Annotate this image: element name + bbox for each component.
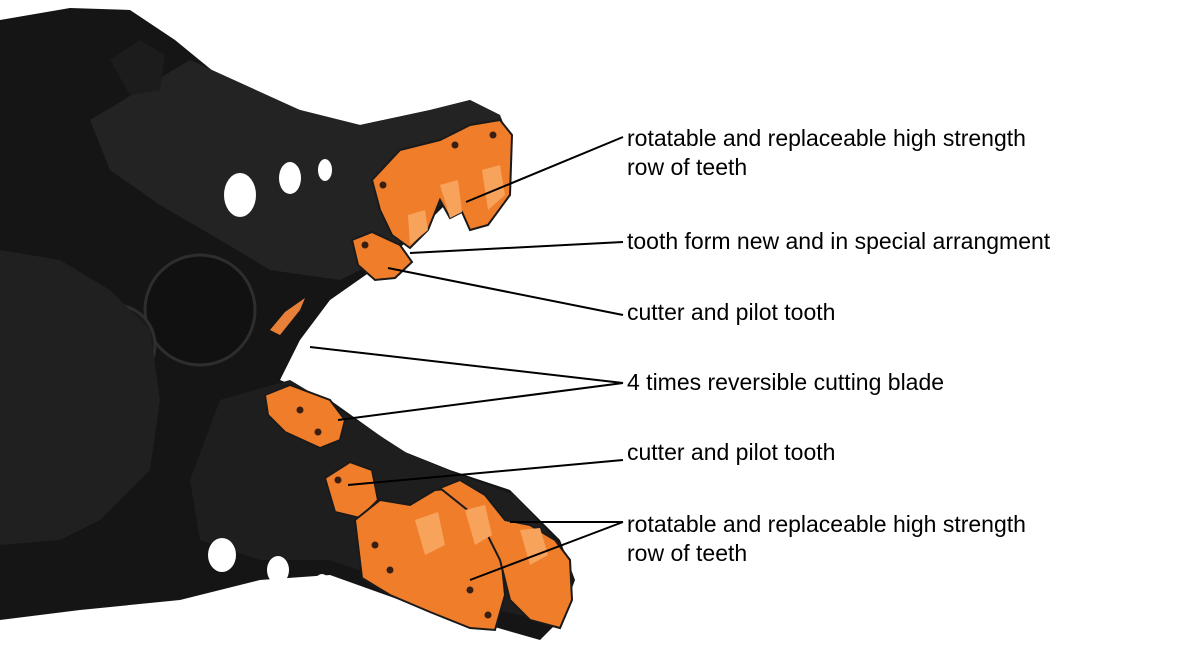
leader-upper-cutter bbox=[388, 268, 623, 315]
callout-cutting-blade: 4 times reversible cutting blade bbox=[627, 368, 944, 397]
pivot-hub bbox=[145, 255, 255, 365]
upper-hole-2 bbox=[279, 162, 301, 194]
leader-blade-2 bbox=[338, 383, 623, 420]
lower-hole-2 bbox=[267, 556, 289, 584]
upper-hole-3 bbox=[318, 159, 332, 181]
callout-lower-teeth-row: rotatable and replaceable high strength … bbox=[627, 510, 1026, 568]
upper-hole-1 bbox=[224, 173, 256, 217]
lower-hole-3 bbox=[314, 574, 330, 596]
callout-lower-cutter-pilot-tooth: cutter and pilot tooth bbox=[627, 438, 835, 467]
lower-hole-1 bbox=[208, 538, 236, 572]
callout-upper-teeth-row: rotatable and replaceable high strength … bbox=[627, 124, 1026, 182]
callout-tooth-form: tooth form new and in special arrangment bbox=[627, 227, 1050, 256]
callout-upper-cutter-pilot-tooth: cutter and pilot tooth bbox=[627, 298, 835, 327]
leader-tooth-form bbox=[410, 242, 623, 253]
leader-blade-1 bbox=[310, 347, 623, 383]
